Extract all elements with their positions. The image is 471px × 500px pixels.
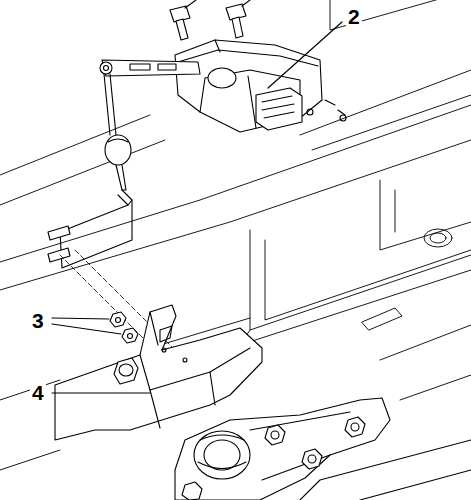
axle-mount [175, 398, 471, 500]
hex-bolt [182, 417, 365, 500]
callout-number: 4 [30, 382, 46, 403]
body-panel [0, 0, 471, 470]
mounting-screw [170, 0, 250, 40]
sensor-lever [100, 60, 200, 76]
coupling-rod [48, 74, 132, 268]
callout-number: 3 [30, 310, 46, 331]
callout-number: 2 [346, 6, 362, 27]
leader-line [52, 22, 342, 393]
level-sensor [175, 40, 346, 132]
hex-nut [110, 312, 138, 343]
